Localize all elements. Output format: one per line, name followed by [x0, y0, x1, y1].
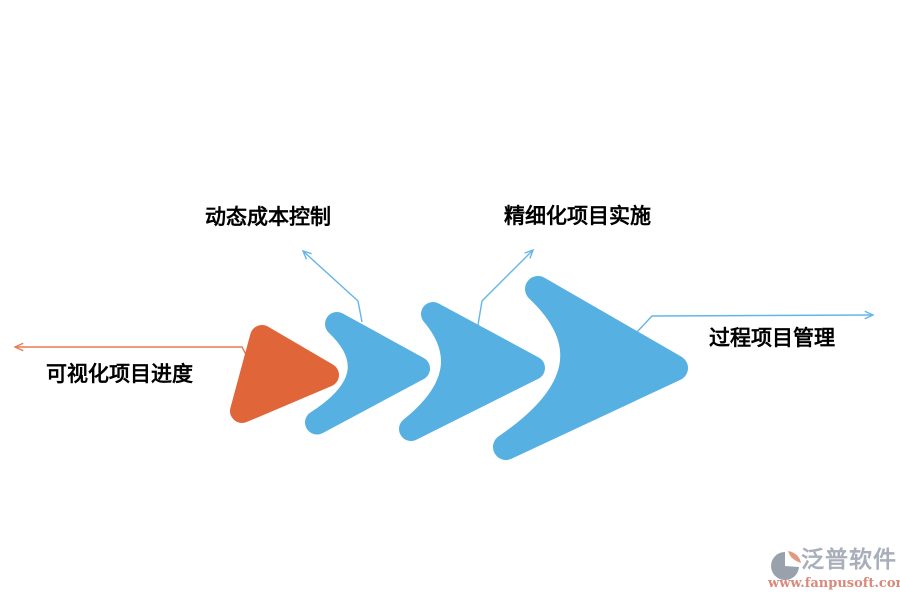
- leader-arrow-process-management: [636, 310, 875, 333]
- vendor-brand-text: 泛普软件: [801, 547, 897, 573]
- blue-chevron-step-small: [305, 312, 430, 435]
- label-visual-project-progress: 可视化项目进度: [46, 362, 193, 386]
- blue-chevron-step-large: [493, 276, 688, 460]
- vendor-website-url: www.fanpusoft.com: [768, 576, 900, 591]
- leader-arrow-refined-implementation: [477, 248, 535, 326]
- arrowhead-up-left-icon: [301, 249, 312, 260]
- vendor-watermark: 泛普软件 www.fanpusoft.com: [768, 546, 900, 596]
- label-process-project-management: 过程项目管理: [709, 326, 835, 350]
- arrowhead-right-icon: [864, 310, 875, 320]
- orange-triangle-step: [230, 325, 339, 423]
- leader-arrow-visual-progress: [13, 342, 252, 365]
- arrowhead-left-icon: [13, 342, 24, 352]
- label-dynamic-cost-control: 动态成本控制: [205, 205, 331, 229]
- fanpu-logo-icon: [771, 551, 801, 580]
- leader-arrow-dynamic-cost: [301, 249, 363, 323]
- label-refined-project-implementation: 精细化项目实施: [504, 204, 651, 228]
- blue-chevron-step-medium: [399, 302, 545, 441]
- arrowhead-up-right-icon: [524, 248, 535, 259]
